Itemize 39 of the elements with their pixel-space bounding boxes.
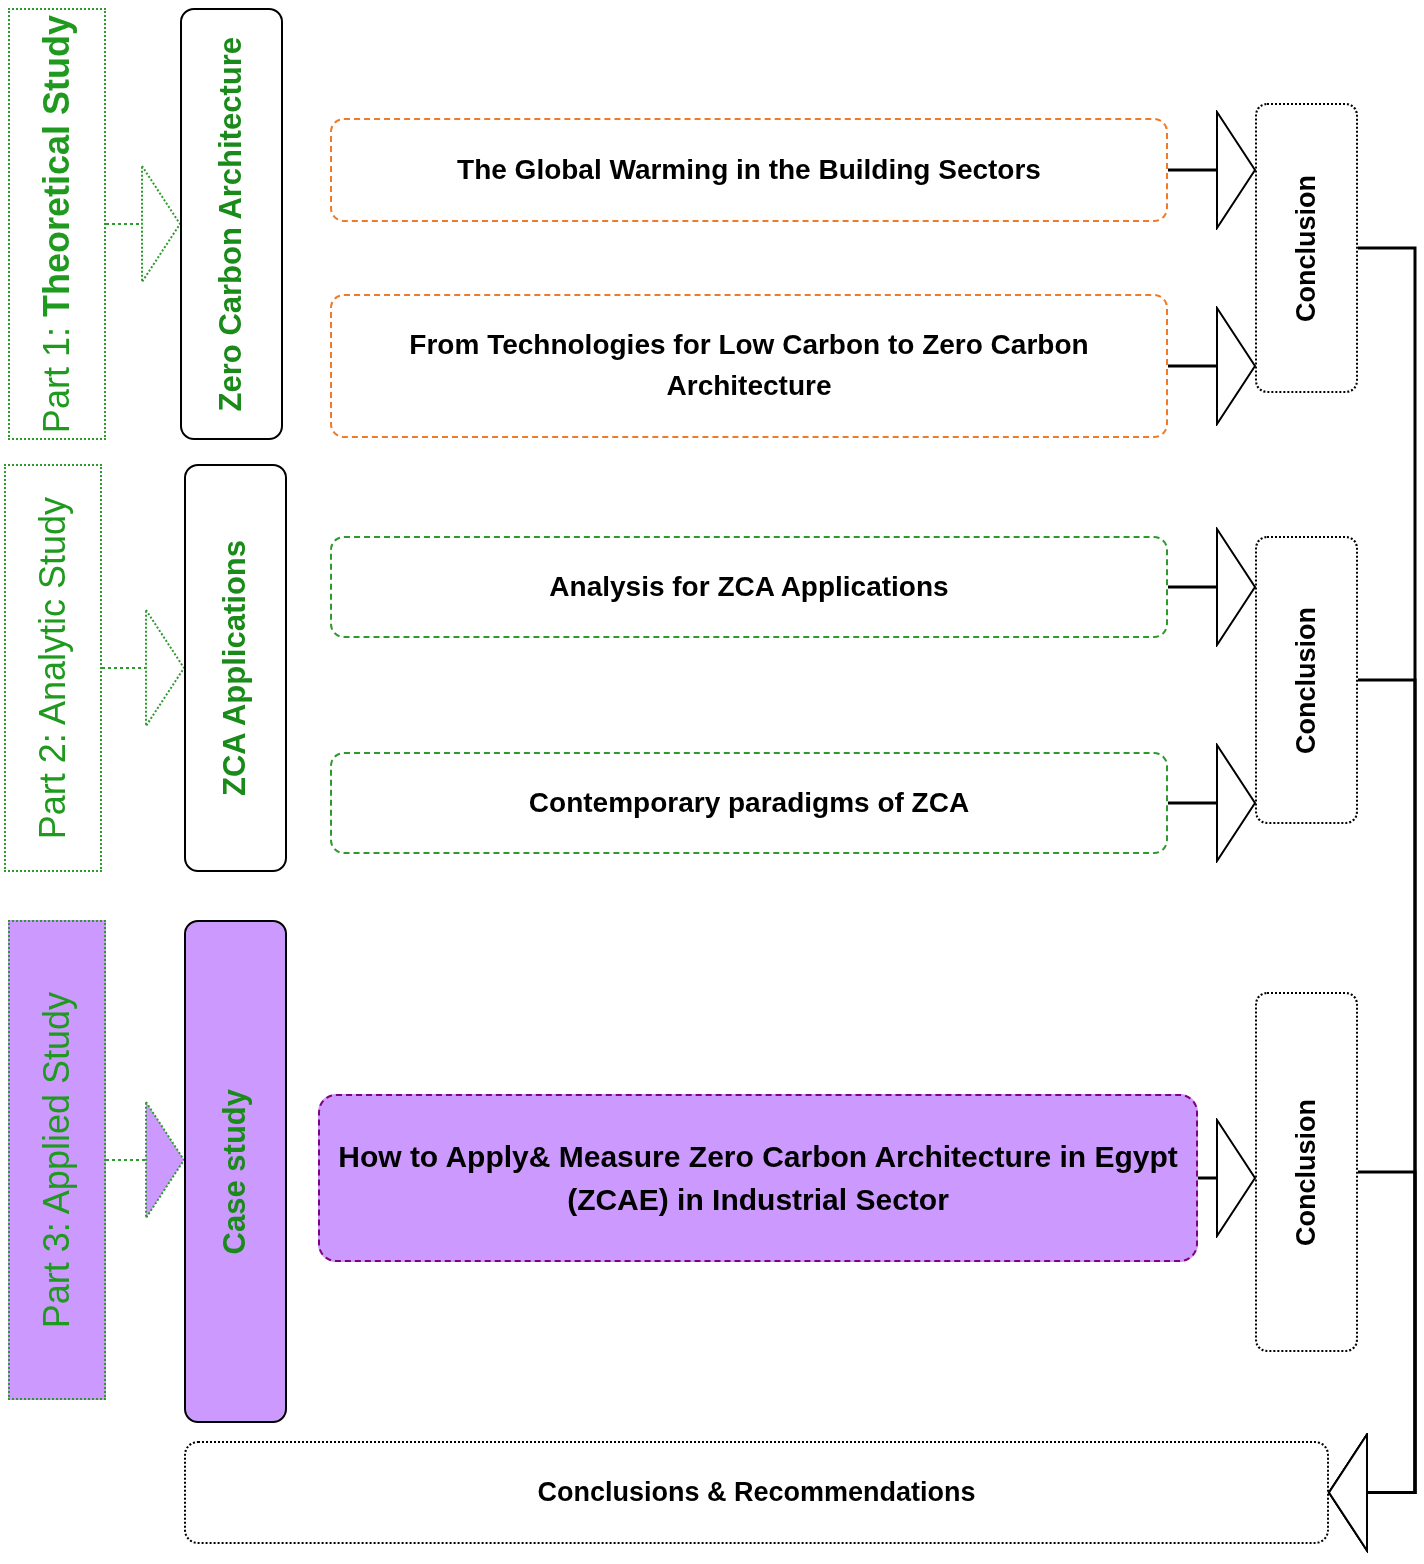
- block-arrow: [1168, 307, 1256, 425]
- box-label: Contemporary paradigms of ZCA: [527, 785, 971, 820]
- block-arrow: [1168, 528, 1256, 646]
- box-label: The Global Warming in the Building Sectors: [456, 152, 1042, 187]
- block-arrow: [1328, 1170, 1417, 1552]
- box-label: Analysis for ZCA Applications: [548, 569, 950, 604]
- chapter-box: [318, 1094, 1198, 1262]
- block-arrow: [105, 165, 181, 283]
- conclusion-box: [1255, 992, 1358, 1352]
- chapter-box: [330, 536, 1168, 638]
- chapter-box: [330, 294, 1168, 438]
- topic-box: [180, 8, 283, 440]
- vertical-label: Part 1: Theoretical Study: [34, 14, 78, 434]
- recommendations-box: [184, 1441, 1329, 1544]
- part-label-box: [8, 8, 106, 440]
- vertical-label: Part 3: Applied Study: [34, 991, 78, 1329]
- vertical-label: Conclusion: [1289, 606, 1322, 754]
- box-label: How to Apply& Measure Zero Carbon Architecture in Egypt (ZCAE) in Industrial Sector: [337, 1138, 1179, 1218]
- vertical-label: Case study: [216, 1088, 254, 1255]
- vertical-label: Zero Carbon Architecture: [212, 36, 250, 412]
- vertical-label: Conclusion: [1289, 174, 1322, 322]
- topic-box: [184, 920, 287, 1423]
- conclusion-box: [1255, 536, 1358, 824]
- topic-box: [184, 464, 287, 872]
- box-label: From Technologies for Low Carbon to Zero Carbon Architecture: [408, 328, 1090, 403]
- chapter-box: [330, 118, 1168, 222]
- block-arrow: [1198, 1119, 1256, 1237]
- block-arrow: [101, 609, 185, 727]
- vertical-label: Conclusion: [1289, 1098, 1322, 1246]
- vertical-label: ZCA Applications: [216, 539, 254, 796]
- vertical-label: Part 2: Analytic Study: [30, 496, 74, 840]
- block-arrow: [105, 1101, 185, 1219]
- block-arrow: [1168, 111, 1256, 229]
- chapter-box: [330, 752, 1168, 854]
- box-label: Conclusions & Recommendations: [536, 1475, 977, 1509]
- part-label-box: [4, 464, 102, 872]
- block-arrow: [1168, 744, 1256, 862]
- part-label-box: [8, 920, 106, 1400]
- conclusion-box: [1255, 103, 1358, 393]
